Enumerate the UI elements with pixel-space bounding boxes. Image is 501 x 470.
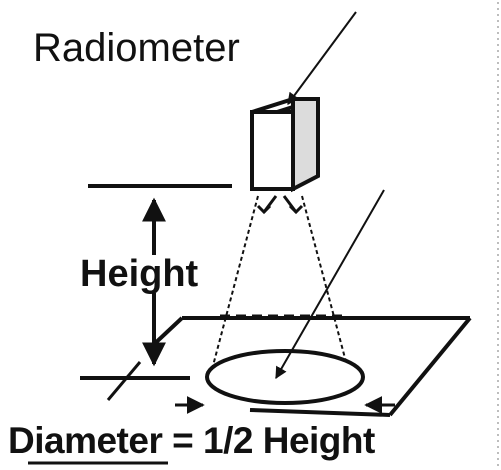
right-dotted-border [495,0,501,470]
field-of-view-lines [209,195,351,378]
radiometer-icon [250,97,320,193]
ground-plane [148,316,472,417]
diameter-label: Diameter = 1/2 Height [8,420,375,461]
radiometer-label: Radiometer [33,26,240,70]
ground-ray-arrow [275,189,385,380]
incoming-ray-arrow [287,11,357,105]
sensor-arrows [256,195,304,215]
height-label: Height [78,253,201,295]
base-tick [106,361,142,401]
measurement-spot-ellipse [205,349,365,405]
